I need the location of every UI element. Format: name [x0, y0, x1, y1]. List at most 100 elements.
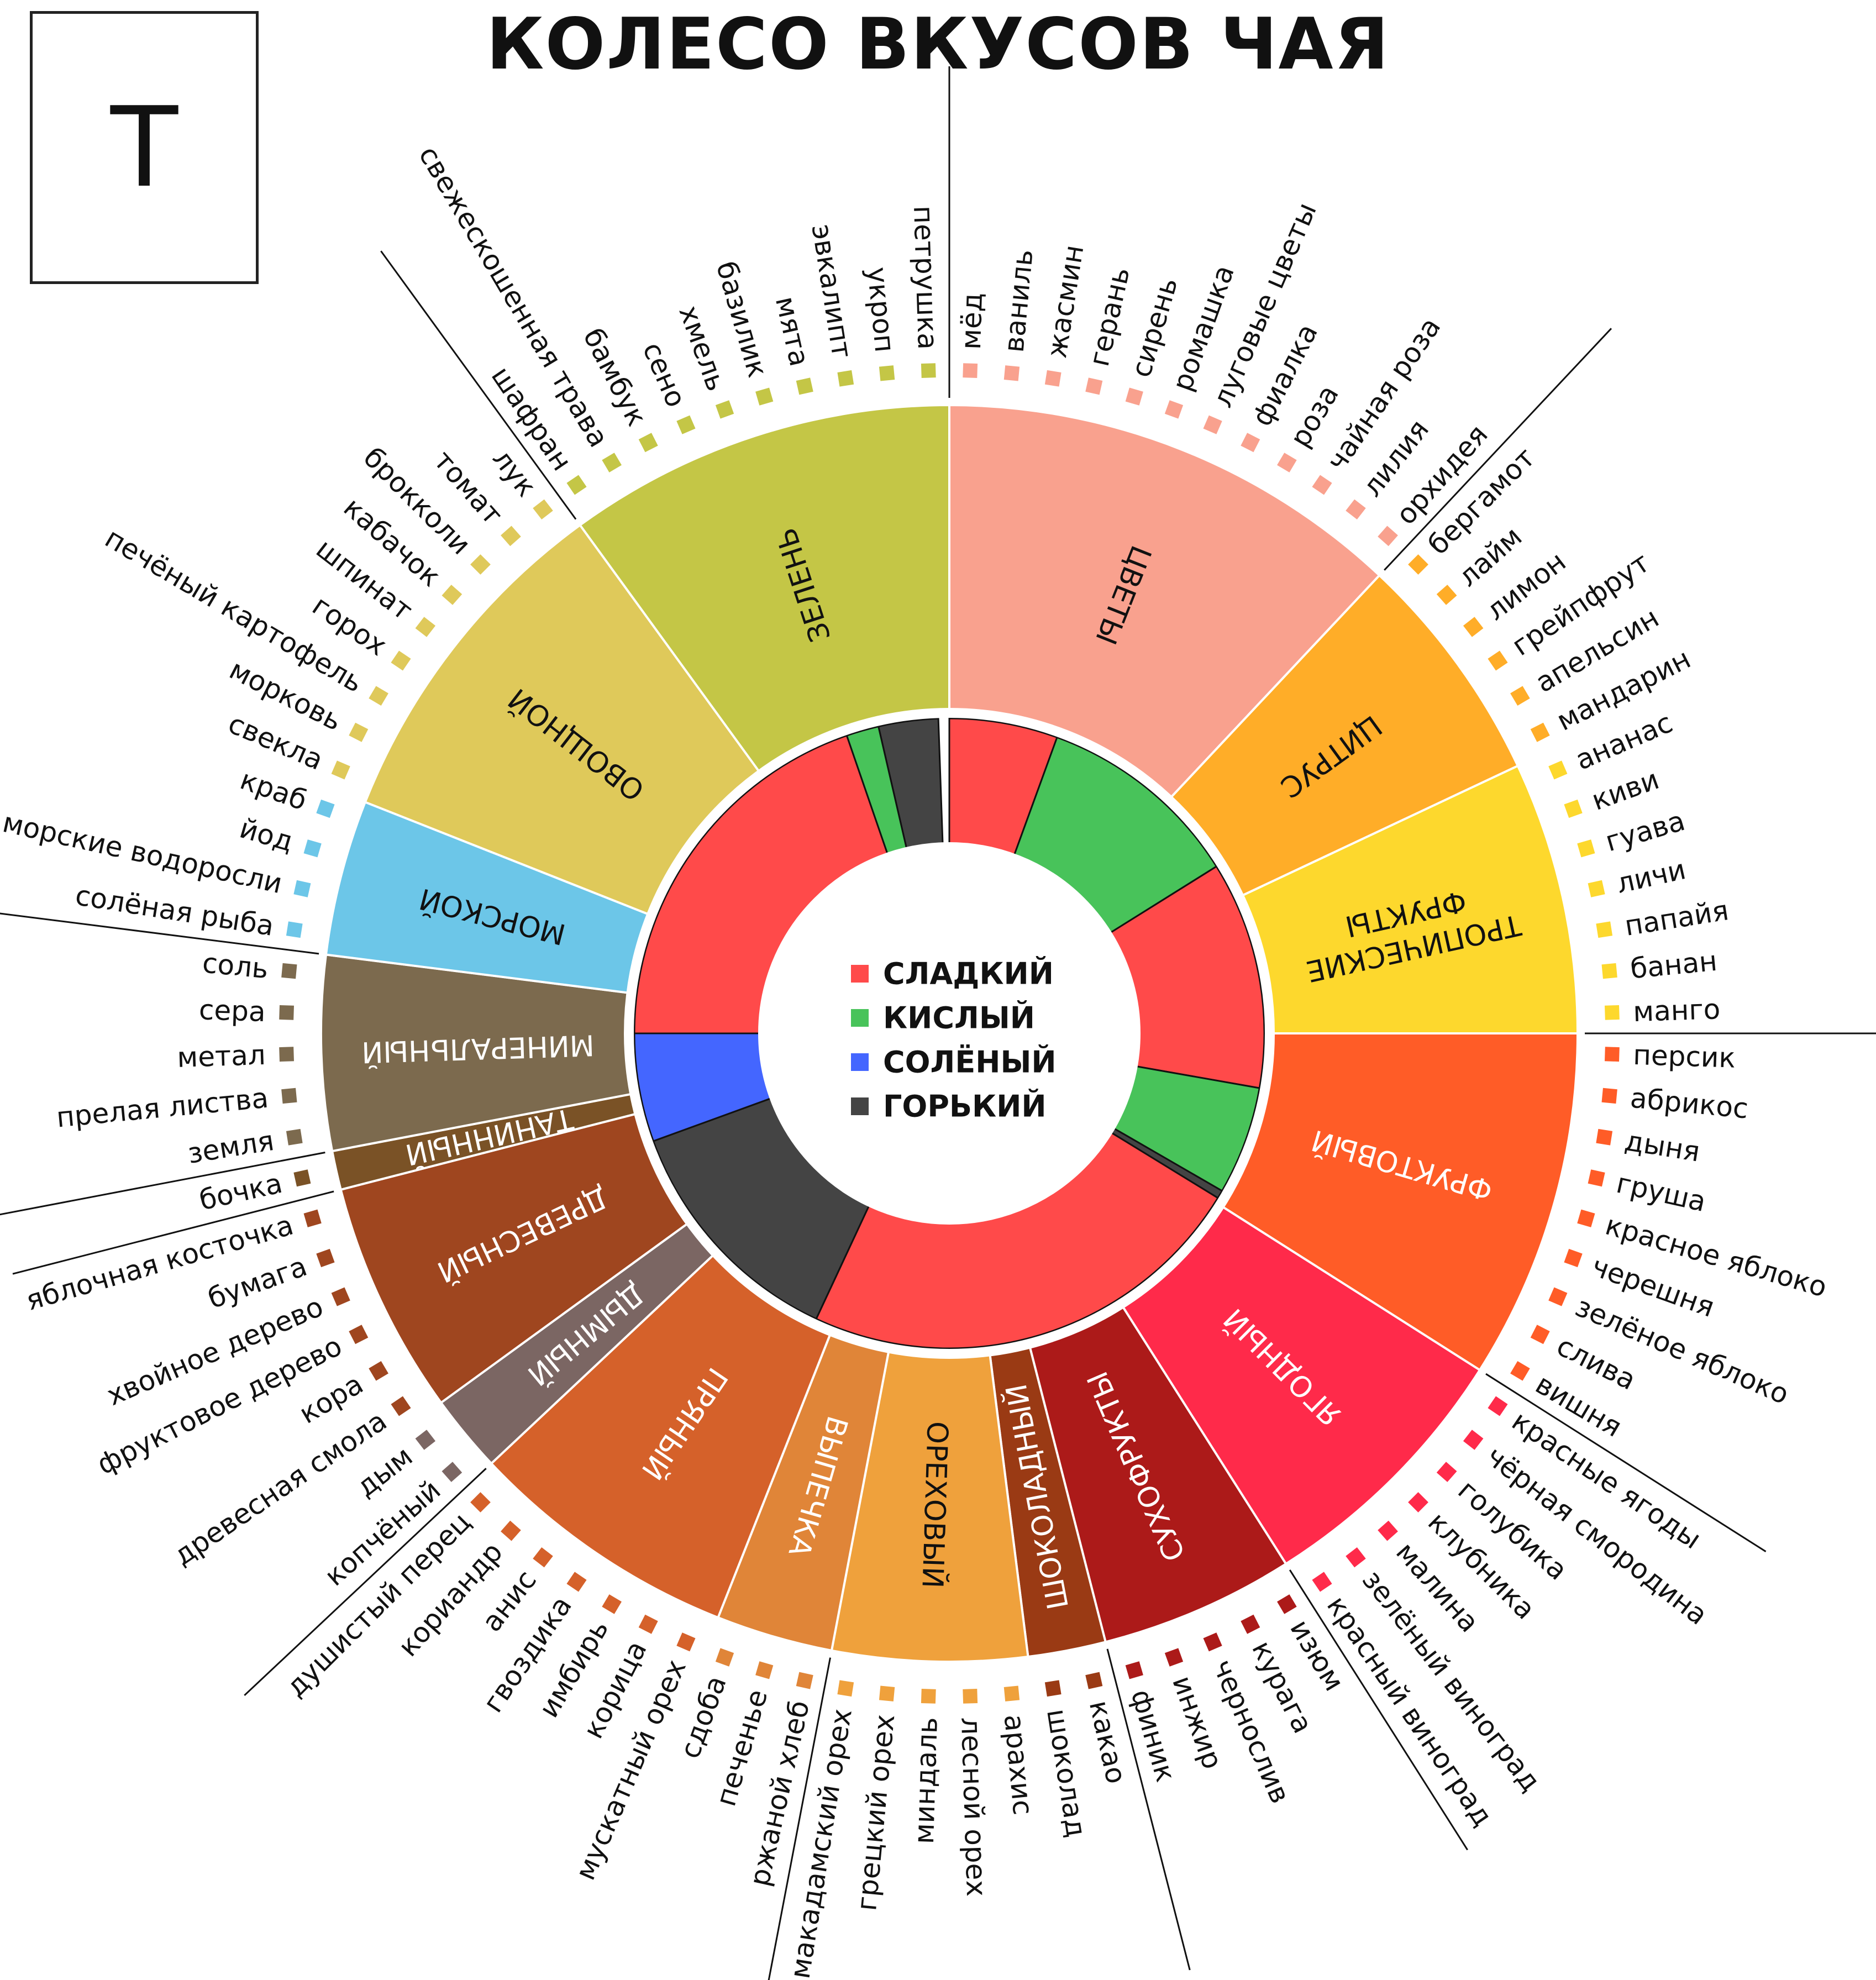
group-separator — [12, 1190, 334, 1275]
note-marker — [1003, 365, 1020, 381]
note-marker — [1577, 839, 1595, 858]
note-герань: герань — [1083, 264, 1136, 369]
note-marker — [1436, 585, 1457, 605]
note-метал: метал — [177, 1039, 266, 1074]
note-marker — [1601, 963, 1617, 979]
note-marker — [1577, 1209, 1595, 1227]
note-marker — [837, 1680, 854, 1697]
logo: Т — [30, 11, 259, 284]
legend-swatch — [851, 1097, 869, 1115]
note-marker — [602, 453, 622, 472]
note-йод: йод — [236, 812, 297, 858]
note-marker — [470, 554, 491, 575]
note-marker — [279, 1005, 294, 1020]
note-marker — [1277, 453, 1297, 472]
note-marker — [1530, 1325, 1550, 1344]
note-marker — [1588, 1169, 1605, 1187]
note-груша: груша — [1614, 1167, 1709, 1218]
note-marker — [1125, 387, 1143, 406]
note-marker — [963, 363, 978, 378]
note-marker — [1564, 799, 1583, 818]
note-marker — [1564, 1248, 1583, 1268]
note-marker — [1408, 554, 1428, 575]
note-банан: банан — [1629, 945, 1719, 985]
note-marker — [1203, 415, 1222, 434]
note-marker — [501, 1520, 521, 1541]
note-marker — [1241, 433, 1260, 453]
note-marker — [921, 1689, 936, 1704]
logo-letter: Т — [110, 83, 178, 212]
note-мята: мята — [769, 293, 816, 369]
note-marker — [281, 963, 297, 979]
note-marker — [1601, 1088, 1617, 1104]
note-эвкалипт: эвкалипт — [806, 222, 858, 360]
note-marker — [316, 799, 335, 818]
note-marker — [533, 499, 553, 520]
note-marker — [715, 1648, 734, 1667]
group-separator — [1106, 1648, 1191, 1971]
note-marker — [566, 475, 587, 495]
note-манго: манго — [1632, 993, 1721, 1028]
group-separator — [380, 250, 577, 520]
taste-ring — [633, 717, 1265, 1349]
note-marker — [391, 1396, 411, 1416]
note-marker — [1241, 1614, 1260, 1634]
group-separator — [768, 1657, 831, 1980]
note-marker — [796, 1672, 813, 1689]
group-separator — [0, 912, 319, 955]
note-укроп: укроп — [861, 266, 901, 354]
note-marker — [470, 1492, 491, 1512]
note-marker — [1548, 760, 1568, 780]
note-marker — [316, 1248, 335, 1268]
note-marker — [1346, 1547, 1366, 1568]
note-marker — [921, 363, 936, 378]
note-сера: сера — [198, 994, 266, 1028]
note-marker — [676, 415, 696, 434]
note-marker — [1312, 475, 1332, 495]
note-marker — [1488, 650, 1508, 671]
note-marker — [1510, 1361, 1530, 1381]
note-marker — [1408, 1492, 1428, 1512]
note-marker — [1463, 617, 1484, 637]
legend-swatch — [851, 965, 869, 983]
note-marker — [715, 400, 734, 419]
group-separator — [1289, 1569, 1468, 1851]
note-marker — [286, 921, 303, 938]
note-marker — [415, 1430, 436, 1450]
note-яблочная-косточка: яблочная косточка — [22, 1209, 297, 1317]
note-marker — [1003, 1685, 1020, 1701]
group-separators — [0, 66, 1876, 1980]
note-marker — [501, 526, 521, 547]
group-separator — [244, 1468, 487, 1697]
note-marker — [415, 617, 436, 637]
note-marker — [1463, 1430, 1484, 1450]
note-marker — [1605, 1047, 1620, 1062]
inner-ring-gap — [758, 842, 1141, 1225]
note-marker — [1548, 1287, 1568, 1306]
note-marker — [879, 1685, 895, 1701]
group-separator — [1384, 328, 1612, 571]
legend-label: ГОРЬКИЙ — [883, 1089, 1047, 1124]
note-персик: персик — [1632, 1039, 1736, 1074]
note-шоколад: шоколад — [1041, 1706, 1092, 1840]
note-петрушка: петрушка — [907, 205, 944, 350]
category-label: МИНЕРАЛЬНЫЙ — [361, 1028, 595, 1069]
note-marker — [303, 1209, 322, 1227]
note-marker — [442, 585, 463, 605]
center-circle — [776, 860, 1123, 1207]
page-title: КОЛЕСО ВКУСОВ ЧАЯ — [486, 3, 1390, 86]
note-marker — [349, 1325, 369, 1344]
note-marker — [796, 377, 813, 395]
note-marker — [1510, 686, 1530, 706]
note-marker — [1085, 377, 1103, 395]
note-marker — [293, 880, 311, 897]
note-киви: киви — [1588, 763, 1663, 817]
note-marker — [1378, 1520, 1398, 1541]
note-marker — [1436, 1462, 1457, 1482]
note-marker — [1125, 1661, 1143, 1679]
note-marker — [1164, 400, 1184, 419]
category-label: ОРЕХОВЫЙ — [915, 1421, 954, 1589]
wheel-center — [624, 708, 1275, 1359]
